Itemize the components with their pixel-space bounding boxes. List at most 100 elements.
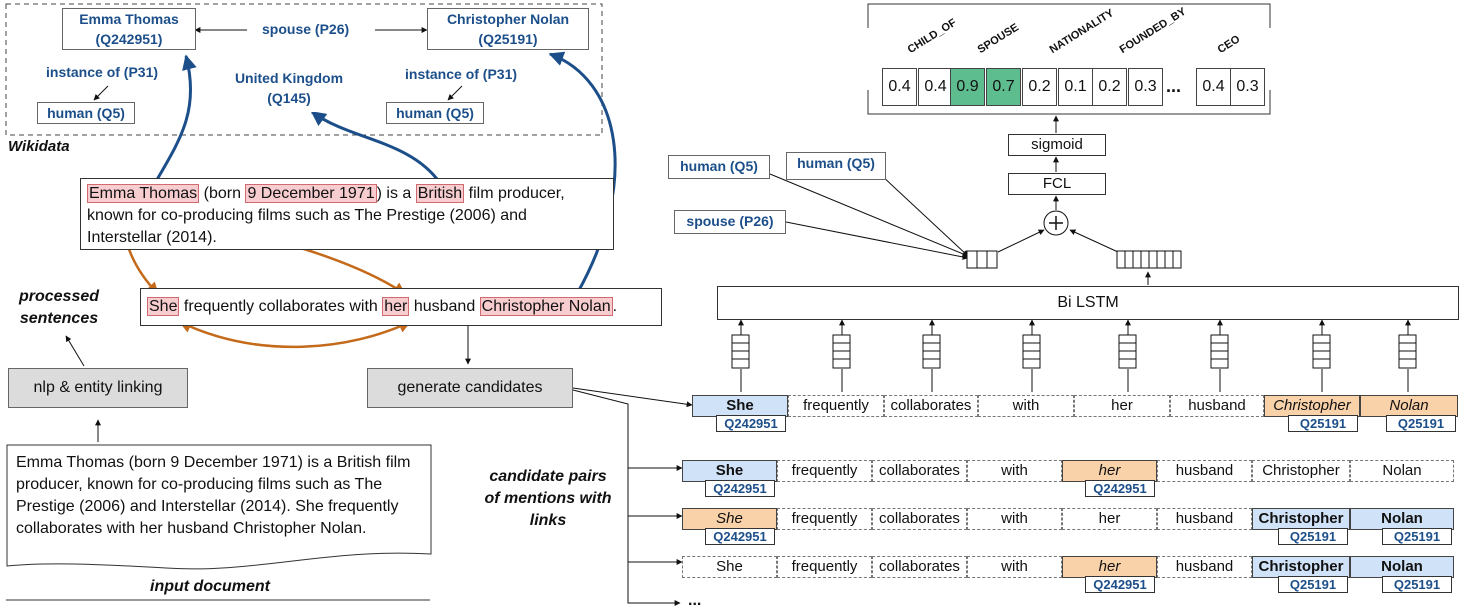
cand-1-token-4: her [1062, 460, 1157, 482]
kb-feature-vector [966, 250, 998, 269]
token-vector-0 [731, 334, 750, 369]
uk-node-name: United Kingdom [234, 70, 344, 86]
text-is-a: ) is a [376, 185, 416, 202]
cand-3-token-2: collaborates [872, 556, 967, 578]
score-cell-founded_by-1: 0.3 [1128, 68, 1163, 106]
uk-node-qid: (Q145) [267, 90, 311, 106]
cand-3-token-4: her [1062, 556, 1157, 578]
cand-2-token-7: Nolan [1350, 508, 1454, 530]
token-vector-7 [1398, 334, 1417, 369]
uk-node: United Kingdom (Q145) [224, 68, 354, 112]
text-frequently: frequently collaborates with [179, 298, 383, 315]
cand-3-qid-4: Q242951 [1085, 576, 1155, 593]
fcl-box: FCL [1008, 173, 1106, 195]
cand-3-token-3: with [967, 556, 1062, 578]
score-cell-spouse-0: 0.9 [950, 68, 985, 106]
mention-date: 9 December 1971 [245, 184, 377, 203]
relation-kb-node: spouse (P26) [674, 210, 786, 234]
cand-0-qid-6: Q25191 [1288, 415, 1358, 432]
cand-3-token-0: She [682, 556, 777, 578]
cand-2-qid-0: Q242951 [705, 528, 775, 545]
mention-emma: Emma Thomas [87, 184, 200, 203]
token-vector-3 [1022, 334, 1041, 369]
cand-2-qid-7: Q25191 [1382, 528, 1452, 545]
text-line2: known for co-producing films such as The… [87, 207, 527, 224]
cand-3-qid-7: Q25191 [1382, 576, 1452, 593]
cand-0-token-6: Christopher [1264, 395, 1360, 417]
bilstm-box: Bi LSTM [717, 286, 1459, 320]
processed-sentences-label: processed sentences [18, 288, 100, 327]
cand-2-token-0: She [682, 508, 777, 530]
score-cell-child_of-0: 0.4 [882, 68, 917, 106]
cand-2-token-1: frequently [777, 508, 872, 530]
input-document-text: Emma Thomas (born 9 December 1971) is a … [16, 454, 411, 537]
cand-2-token-4: her [1062, 508, 1157, 530]
cand-1-qid-0: Q242951 [705, 480, 775, 497]
sigmoid-box: sigmoid [1008, 134, 1106, 156]
cand-3-token-6: Christopher [1252, 556, 1350, 578]
mention-nolan: Christopher Nolan [479, 297, 613, 316]
score-cell-ceo-1: 0.3 [1230, 68, 1265, 106]
score-ellipsis: ... [1166, 76, 1182, 96]
mention-her: her [382, 297, 410, 316]
score-cell-nationality-0: 0.2 [1022, 68, 1057, 106]
lstm-output-vector [1116, 250, 1182, 269]
score-cell-spouse-1: 0.7 [986, 68, 1021, 106]
cand-1-token-3: with [967, 460, 1062, 482]
emma-node-name: Emma Thomas [79, 11, 179, 27]
cand-0-token-2: collaborates [884, 395, 978, 417]
cand-0-token-1: frequently [788, 395, 884, 417]
cand-1-token-5: husband [1157, 460, 1252, 482]
emma-node-qid: (Q242951) [95, 31, 163, 47]
cand-2-token-6: Christopher [1252, 508, 1350, 530]
cand-1-token-1: frequently [777, 460, 872, 482]
token-vector-6 [1312, 334, 1331, 369]
mention-she: She [147, 297, 180, 316]
nolan-instance-label: instance of (P31) [405, 66, 518, 82]
spouse-edge-label: spouse (P26) [262, 21, 350, 37]
nlp-entity-linking-box: nlp & entity linking [8, 368, 188, 408]
sentence-1: Emma Thomas (born 9 December 1971) is a … [80, 178, 614, 250]
cand-1-qid-4: Q242951 [1085, 480, 1155, 497]
cand-3-token-5: husband [1157, 556, 1252, 578]
emma-node: Emma Thomas (Q242951) [62, 8, 196, 50]
cand-2-qid-6: Q25191 [1278, 528, 1348, 545]
cand-2-token-5: husband [1157, 508, 1252, 530]
cand-0-token-7: Nolan [1360, 395, 1458, 417]
token-vector-1 [832, 334, 851, 369]
score-cell-child_of-1: 0.4 [918, 68, 953, 106]
mention-british: British [415, 184, 465, 203]
text-line3: Interstellar (2014). [87, 229, 217, 246]
score-cell-nationality-1: 0.1 [1058, 68, 1093, 106]
more-candidates-ellipsis: ... [688, 592, 702, 609]
cand-0-qid-7: Q25191 [1386, 415, 1456, 432]
cand-0-token-4: her [1074, 395, 1170, 417]
nolan-node: Christopher Nolan (Q25191) [427, 8, 589, 50]
token-vector-2 [922, 334, 941, 369]
cand-3-token-7: Nolan [1350, 556, 1454, 578]
cand-1-token-6: Christopher [1252, 460, 1350, 482]
cand-1-token-0: She [682, 460, 777, 482]
nolan-node-qid: (Q25191) [478, 31, 538, 47]
input-document-label: input document [150, 578, 270, 595]
cand-2-token-3: with [967, 508, 1062, 530]
cand-1-token-2: collaborates [872, 460, 967, 482]
cand-0-qid-0: Q242951 [716, 415, 786, 432]
cand-0-token-3: with [978, 395, 1074, 417]
cand-1-token-7: Nolan [1350, 460, 1454, 482]
token-vector-4 [1118, 334, 1137, 369]
text-rest1: film producer, [464, 185, 565, 202]
wikidata-region [5, 3, 603, 136]
cand-2-token-2: collaborates [872, 508, 967, 530]
text-born: (born [199, 185, 246, 202]
cand-3-qid-6: Q25191 [1278, 576, 1348, 593]
cand-3-token-1: frequently [777, 556, 872, 578]
nolan-human-node: human (Q5) [386, 102, 484, 124]
emma-instance-label: instance of (P31) [46, 64, 159, 80]
sentence-2: She frequently collaborates with her hus… [140, 288, 662, 326]
tail-type-node: human (Q5) [786, 152, 886, 180]
cand-0-token-5: husband [1170, 395, 1264, 417]
nolan-node-name: Christopher Nolan [446, 11, 570, 27]
